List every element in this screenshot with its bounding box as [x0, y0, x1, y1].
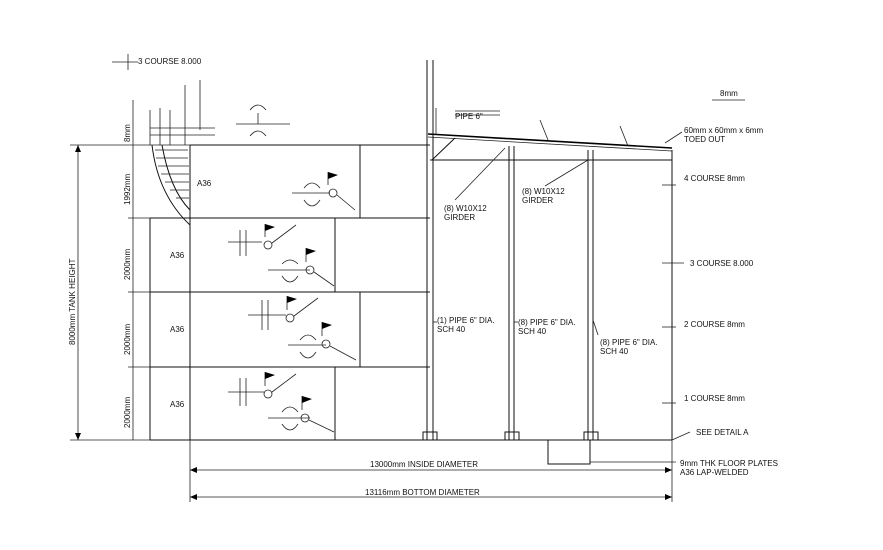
label-3-course-top: 3 COURSE 8.000 — [138, 57, 202, 66]
label-material-4: A36 — [170, 400, 185, 409]
label-girder-1b: GIRDER — [444, 213, 475, 222]
label-course-3: 3 COURSE 8.000 — [690, 259, 754, 268]
label-inside-diameter: 13000mm INSIDE DIAMETER — [370, 460, 478, 469]
label-girder-2b: GIRDER — [522, 196, 553, 205]
label-material-3: A36 — [170, 325, 185, 334]
label-dim-top: 8mm — [123, 124, 132, 142]
stairway — [149, 80, 215, 226]
label-top-8mm: 8mm — [720, 89, 738, 98]
label-material-1: A36 — [197, 179, 212, 188]
label-angle: 60mm x 60mm x 6mm — [684, 126, 763, 135]
columns — [422, 60, 599, 465]
label-pipe-1b: SCH 40 — [437, 325, 466, 334]
label-pipe-3b: SCH 40 — [600, 347, 629, 356]
dimension-lines — [70, 54, 745, 502]
drawing-labels: 3 COURSE 8.000 8mm PIPE 6" 60mm x 60mm x… — [68, 57, 778, 497]
label-girder-2a: (8) W10X12 — [522, 187, 565, 196]
label-girder-1a: (8) W10X12 — [444, 204, 487, 213]
label-tank-height: 8000mm TANK HEIGHT — [68, 258, 77, 345]
label-dim-1992: 1992mm — [123, 174, 132, 205]
label-dim-2000c: 2000mm — [123, 397, 132, 428]
label-course-2: 2 COURSE 8mm — [684, 320, 745, 329]
label-pipe-2b: SCH 40 — [518, 327, 547, 336]
label-course-4: 4 COURSE 8mm — [684, 174, 745, 183]
label-pipe-top: PIPE 6" — [455, 112, 483, 121]
label-pipe-3a: (8) PIPE 6" DIA. — [600, 338, 658, 347]
label-angle-sub: TOED OUT — [684, 135, 725, 144]
label-floor-1: 9mm THK FLOOR PLATES — [680, 459, 778, 468]
roof-structure — [427, 108, 673, 161]
label-pipe-1a: (1) PIPE 6" DIA. — [437, 316, 495, 325]
label-course-1: 1 COURSE 8mm — [684, 394, 745, 403]
label-see-detail: SEE DETAIL A — [696, 428, 749, 437]
label-floor-2: A36 LAP-WELDED — [680, 468, 749, 477]
label-dim-2000b: 2000mm — [123, 324, 132, 355]
tank-shell — [149, 144, 673, 441]
weld-symbols — [228, 104, 357, 433]
label-pipe-2a: (8) PIPE 6" DIA. — [518, 318, 576, 327]
label-dim-2000a: 2000mm — [123, 249, 132, 280]
label-bottom-diameter: 13116mm BOTTOM DIAMETER — [365, 488, 480, 497]
label-material-2: A36 — [170, 251, 185, 260]
